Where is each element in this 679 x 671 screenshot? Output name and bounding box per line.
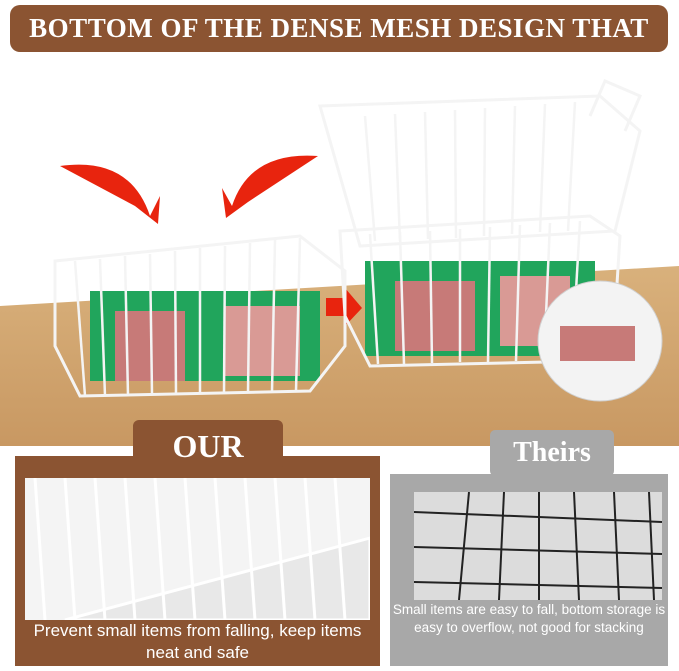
- product-scene: [0, 79, 679, 446]
- red-arrow-icon: [60, 164, 160, 224]
- our-mesh-bottom-photo: [25, 478, 370, 620]
- red-arrow-icon: [222, 155, 318, 218]
- our-caption: Prevent small items from falling, keep i…: [33, 621, 362, 662]
- our-tab-label: OUR: [133, 420, 283, 472]
- inset-detail: [537, 280, 663, 402]
- theirs-grid-bottom-photo: [414, 492, 662, 600]
- theirs-caption: Small items are easy to fall, bottom sto…: [392, 602, 666, 635]
- header-banner: BOTTOM OF THE DENSE MESH DESIGN THAT: [10, 5, 668, 52]
- theirs-tab-label: Theirs: [490, 430, 614, 476]
- basket-left: [53, 234, 347, 398]
